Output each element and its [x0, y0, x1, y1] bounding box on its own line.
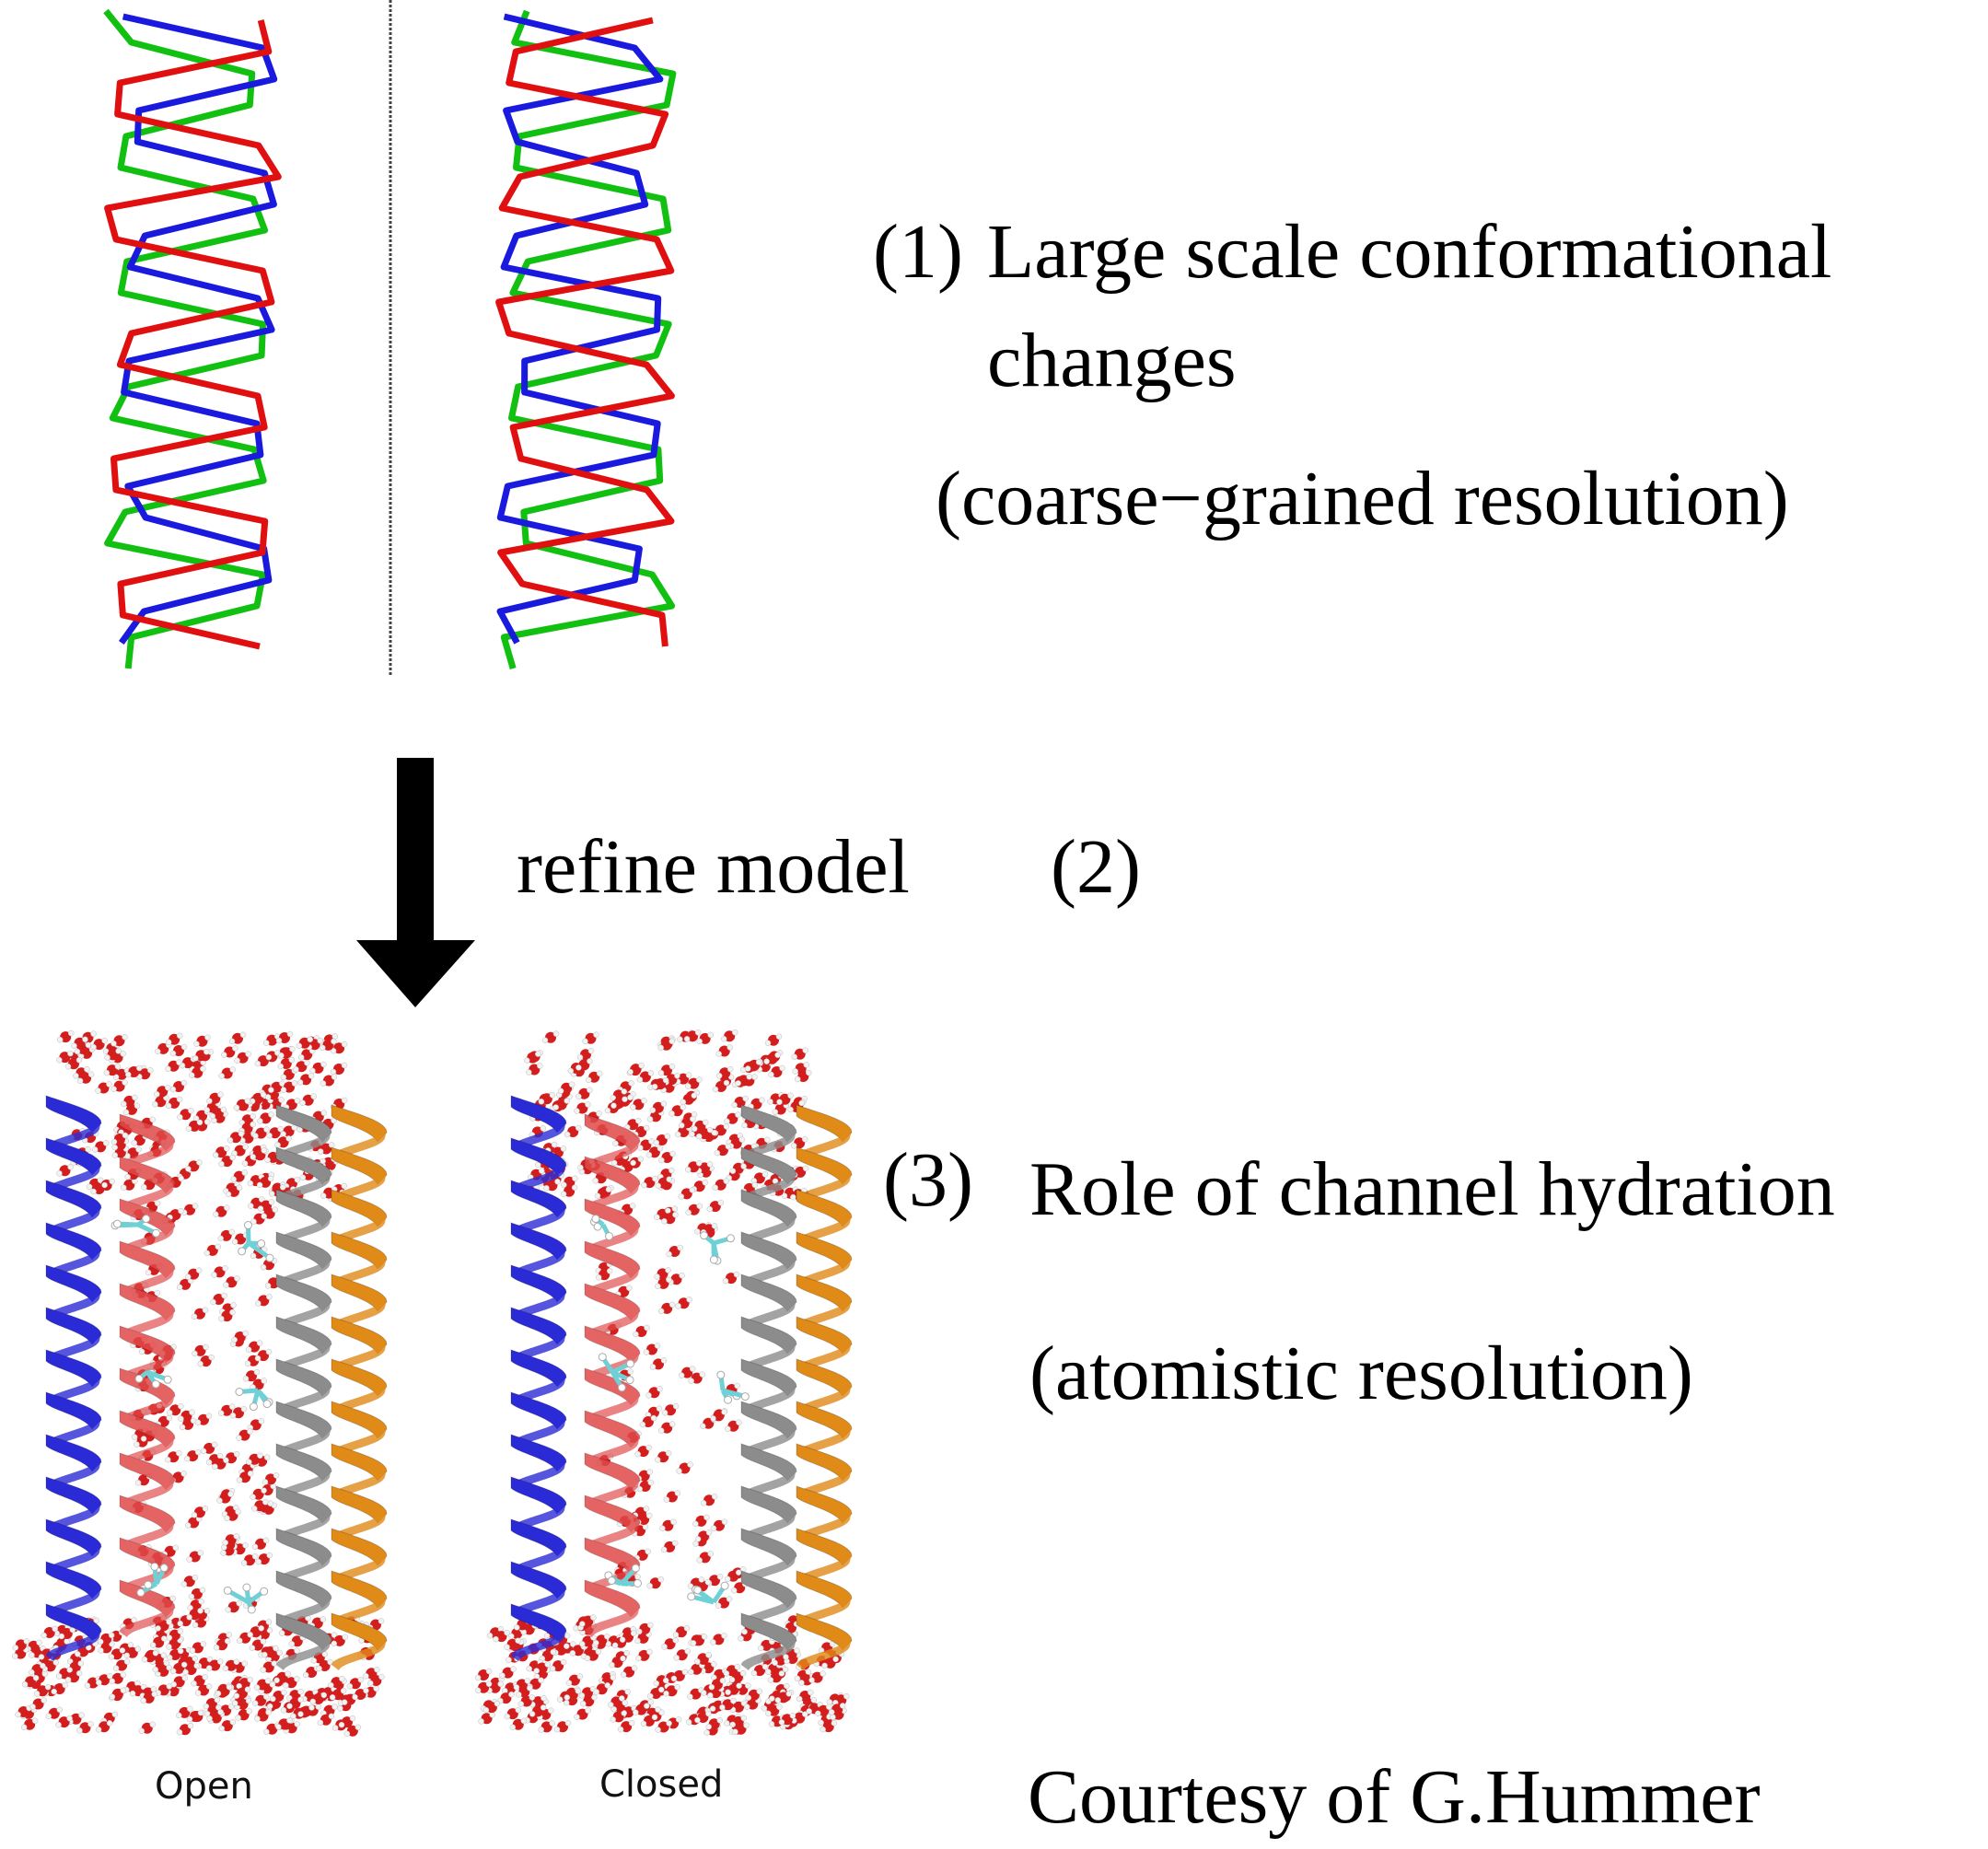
- step2-label: refine model: [517, 824, 910, 910]
- step3-number: (3): [883, 1137, 973, 1223]
- helix-blue: [45, 1095, 102, 1661]
- step1-title-line1: Large scale conformational: [987, 209, 1832, 295]
- closed-label: Closed: [599, 1763, 724, 1806]
- credit-text: Courtesy of G.Hummer: [1028, 1754, 1761, 1840]
- helix-blue: [510, 1095, 567, 1661]
- helix-orange: [796, 1104, 853, 1670]
- helix-red: [584, 1113, 641, 1637]
- water-bottom: [474, 1614, 850, 1736]
- atomistic-closed-panel: [474, 1029, 853, 1736]
- step1-number: (1): [873, 209, 963, 295]
- helix-gray: [740, 1104, 797, 1670]
- trace-red-left: [104, 19, 282, 650]
- trace-red-right: [495, 17, 675, 647]
- open-label: Open: [155, 1765, 253, 1808]
- step3-resolution: (atomistic resolution): [1029, 1331, 1693, 1416]
- trace-green-right: [500, 9, 677, 669]
- step3-title: Role of channel hydration: [1029, 1146, 1835, 1232]
- trace-green-left: [103, 8, 269, 669]
- refine-arrow: [356, 758, 475, 1007]
- coarse-trace-left: [103, 8, 282, 669]
- side-chains: [589, 1215, 750, 1605]
- helix-red: [119, 1113, 176, 1637]
- side-chains: [110, 1215, 274, 1614]
- helix-orange: [331, 1104, 388, 1670]
- step1-title-line2: changes: [987, 318, 1237, 403]
- helix-gray: [275, 1104, 332, 1670]
- step1-resolution: (coarse−grained resolution): [936, 456, 1789, 541]
- coarse-trace-right: [495, 9, 677, 669]
- water-bottom: [12, 1613, 385, 1738]
- step2-number: (2): [1051, 824, 1141, 910]
- atomistic-open-panel: [12, 1029, 388, 1738]
